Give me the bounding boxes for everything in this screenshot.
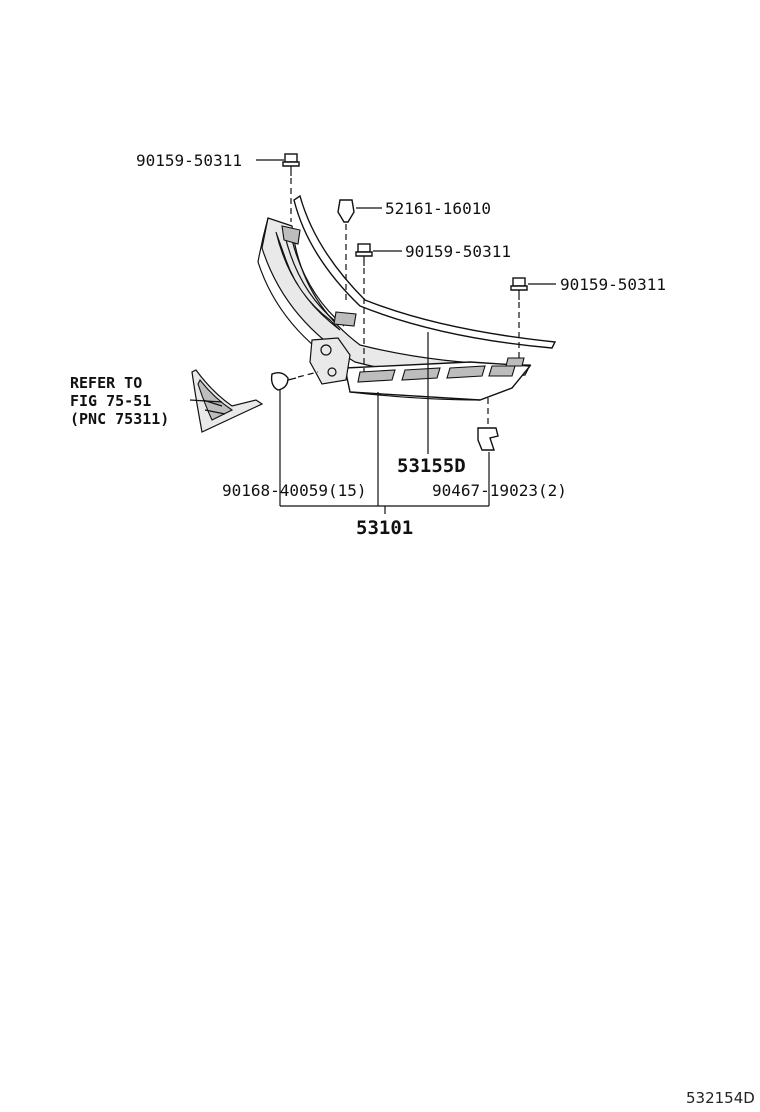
label-grille-assy: 53101 [356, 517, 413, 539]
bolt-top-icon [282, 153, 300, 222]
label-screw-left: 90168-40059(15) [222, 481, 367, 500]
label-refer-line2: FIG 75-51 [70, 392, 151, 410]
diagram-id: 532154D [686, 1089, 755, 1107]
referenced-emblem-part [191, 369, 264, 433]
bolt-right-icon [510, 277, 528, 360]
bolt-mid-icon [355, 243, 373, 372]
clip-bottom-icon [477, 398, 499, 451]
label-molding: 53155D [397, 455, 466, 477]
clip-top-icon [337, 199, 355, 300]
label-clip-top: 52161-16010 [385, 199, 491, 218]
label-bolt-mid: 90159-50311 [405, 242, 511, 261]
screw-left-icon [270, 371, 319, 391]
leader-lines [189, 159, 556, 514]
label-bolt-right: 90159-50311 [560, 275, 666, 294]
label-clip-bottom: 90467-19023(2) [432, 481, 567, 500]
label-refer-line3: (PNC 75311) [70, 410, 169, 428]
label-bolt-top: 90159-50311 [136, 151, 242, 170]
label-refer-line1: REFER TO [70, 374, 142, 392]
